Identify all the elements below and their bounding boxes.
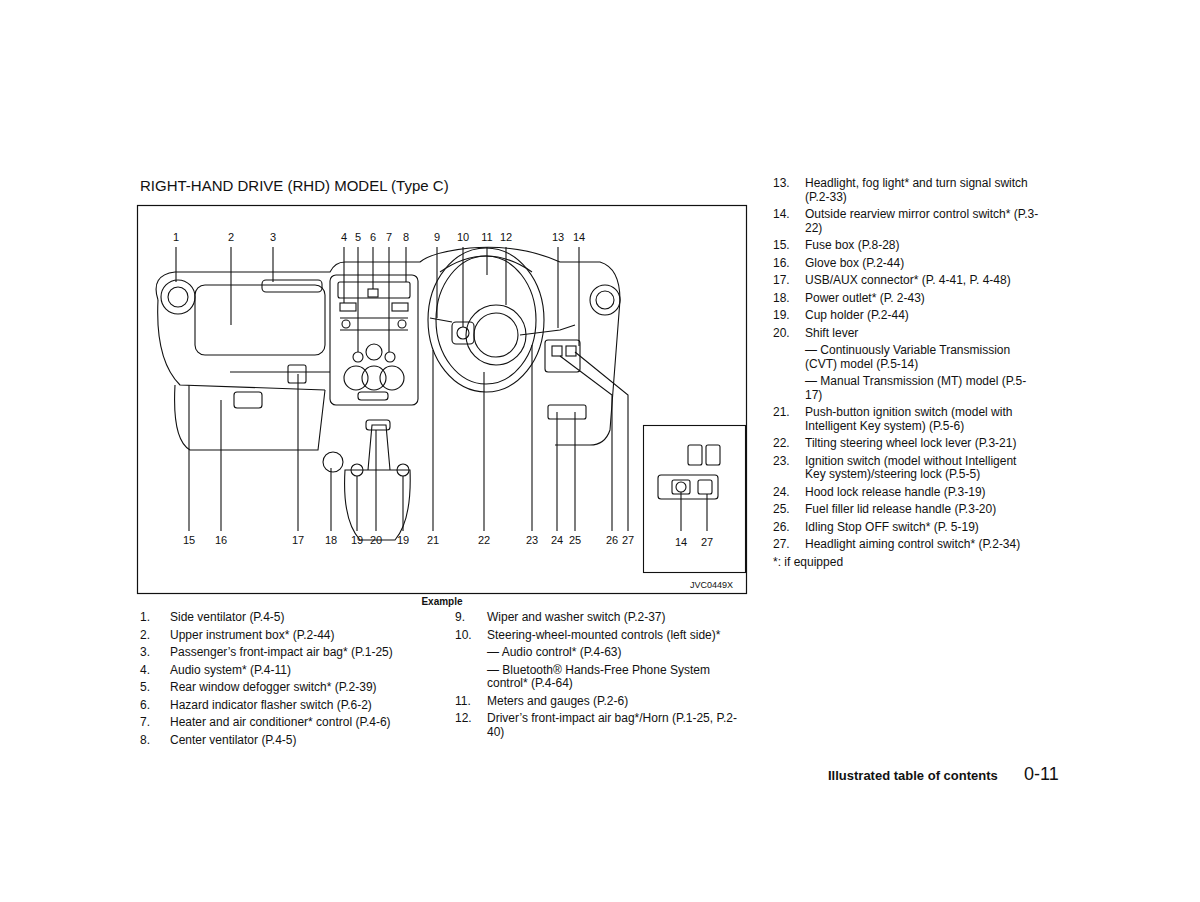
callout-number: 8 [394,231,418,244]
item-text: Passenger’s front-impact air bag* (P.1-2… [170,646,438,660]
callout-number: 26 [600,534,624,547]
item-number: 21. [773,406,790,420]
item-text: Fuel filler lid release handle (P.3-20) [805,503,1039,517]
callout-number: 13 [546,231,570,244]
item-text: Hazard indicator flasher switch (P.6-2) [170,699,438,713]
callout-number: 19 [345,534,369,547]
callout-number: 12 [494,231,518,244]
callout-number: 14 [669,536,693,549]
callout-number: 7 [377,231,401,244]
item-text: Center ventilator (P.4-5) [170,734,438,748]
item-text: — Audio control* (P.4-63) [487,646,749,660]
item-text: — Manual Transmission (MT) model (P.5-17… [805,375,1039,402]
callout-number: 18 [319,534,343,547]
item-text: USB/AUX connector* (P. 4-41, P. 4-48) [805,274,1039,288]
item-text: Push-button ignition switch (model with … [805,406,1039,433]
item-text: Outside rearview mirror control switch* … [805,208,1039,235]
figure-code: JVC0449X [690,580,733,591]
item-number: 7. [140,716,150,730]
item-text: Upper instrument box* (P.2-44) [170,629,438,643]
item-number: 4. [140,664,150,678]
callout-number: 16 [209,534,233,547]
callout-number: 27 [616,534,640,547]
item-text: Headlight aiming control switch* (P.2-34… [805,538,1039,552]
item-number: 11. [455,695,471,709]
item-text: Rear window defogger switch* (P.2-39) [170,681,438,695]
item-number: 12. [455,712,472,726]
callout-number: 10 [451,231,475,244]
callout-number: 22 [472,534,496,547]
callout-number: 20 [364,534,388,547]
item-text: Ignition switch (model without Intellige… [805,455,1039,482]
item-number: 17. [773,274,790,288]
figure-caption: Example [400,596,484,608]
item-number: 24. [773,486,790,500]
page-title: RIGHT-HAND DRIVE (RHD) MODEL (Type C) [140,177,449,194]
callout-number: 11 [475,231,499,244]
item-number: 1. [140,611,150,625]
callout-number: 21 [421,534,445,547]
item-text: Cup holder (P.2-44) [805,309,1039,323]
callout-number: 17 [286,534,310,547]
callout-number: 14 [567,231,591,244]
callout-number: 1 [164,231,188,244]
item-text: Audio system* (P.4-11) [170,664,438,678]
item-text: Shift lever [805,327,1039,341]
item-text: Meters and gauges (P.2-6) [487,695,749,709]
item-text: Idling Stop OFF switch* (P. 5-19) [805,521,1039,535]
item-number: 25. [773,503,790,517]
item-number: 3. [140,646,150,660]
item-number: 27. [773,538,790,552]
item-number: 13. [773,177,790,191]
item-text: Heater and air conditioner* control (P.4… [170,716,438,730]
footer-section: Illustrated table of contents [828,768,998,784]
item-number: 14. [773,208,790,222]
callout-number: 23 [520,534,544,547]
item-number: 2. [140,629,150,643]
item-number: 5. [140,681,150,695]
item-text: Wiper and washer switch (P.2-37) [487,611,749,625]
item-text: Power outlet* (P. 2-43) [805,292,1039,306]
item-text: Side ventilator (P.4-5) [170,611,438,625]
item-number: 9. [455,611,465,625]
page-number: 0-11 [1024,764,1059,785]
item-text: Hood lock release handle (P.3-19) [805,486,1039,500]
callout-number: 9 [425,231,449,244]
item-text: Tilting steering wheel lock lever (P.3-2… [805,437,1039,451]
item-number: 19. [773,309,790,323]
item-number: 23. [773,455,790,469]
callout-number: 15 [177,534,201,547]
item-text: Steering-wheel-mounted controls (left si… [487,629,749,643]
item-number: 26. [773,521,790,535]
callout-number: 25 [563,534,587,547]
item-text: Fuse box (P.8-28) [805,239,1039,253]
callout-number: 4 [332,231,356,244]
callout-number: 24 [545,534,569,547]
item-number: 22. [773,437,790,451]
item-number: 6. [140,699,150,713]
item-text: — Continuously Variable Transmission (CV… [805,344,1039,371]
callout-number: 2 [219,231,243,244]
callout-number: 6 [361,231,385,244]
item-number: 10. [455,629,472,643]
item-number: 20. [773,327,790,341]
item-text: — Bluetooth® Hands-Free Phone System con… [487,664,749,691]
item-text: Glove box (P.2-44) [805,257,1039,271]
item-number: 8. [140,734,150,748]
item-text: Driver’s front-impact air bag*/Horn (P.1… [487,712,749,739]
callout-number: 27 [695,536,719,549]
callout-number: 19 [391,534,415,547]
item-number: 16. [773,257,790,271]
callout-number: 3 [261,231,285,244]
callout-number: 5 [346,231,370,244]
footnote: *: if equipped [773,556,1039,570]
item-number: 18. [773,292,790,306]
item-text: Headlight, fog light* and turn signal sw… [805,177,1039,204]
item-number: 15. [773,239,790,253]
